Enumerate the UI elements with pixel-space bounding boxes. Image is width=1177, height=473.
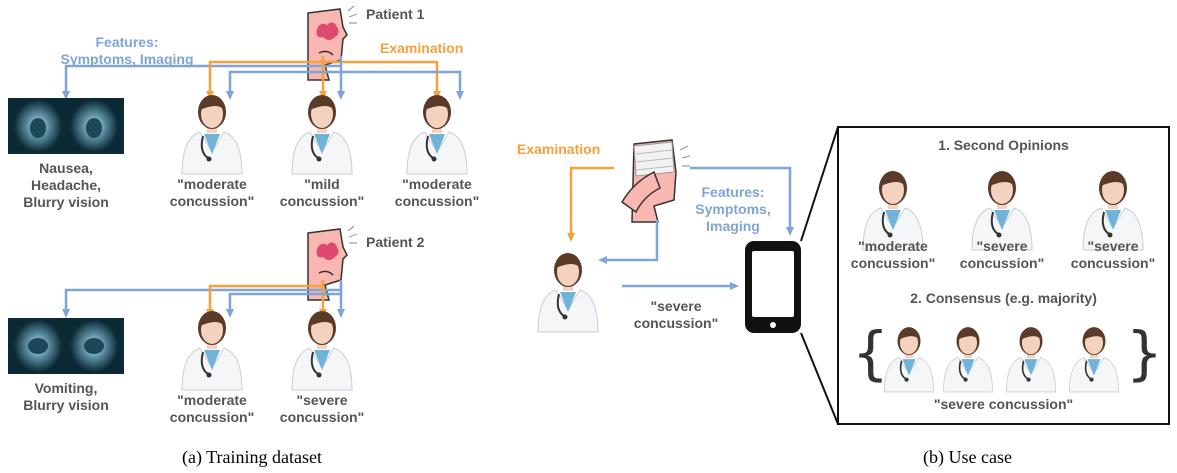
- zoom-line: [800, 126, 839, 242]
- symptom: Nausea,: [39, 160, 93, 176]
- doctor-icon: [883, 326, 935, 393]
- row2-arrows: [62, 280, 345, 318]
- doctor-icon: [1068, 326, 1120, 393]
- features-label: Features: Symptoms, Imaging: [677, 184, 789, 235]
- features-line: Symptoms, Imaging: [60, 51, 194, 67]
- second-opinions-title: 1. Second Opinions: [938, 137, 1069, 153]
- diagnosis-line: concussion": [169, 193, 255, 209]
- symptoms-list: Nausea, Headache, Blurry vision: [8, 160, 124, 211]
- diagnosis-line: concussion": [279, 193, 365, 209]
- features-line: Features:: [95, 34, 159, 50]
- diagnosis-line: "moderate: [858, 238, 928, 254]
- doctor-icon: [942, 326, 994, 393]
- diagnosis-line: concussion": [169, 409, 255, 425]
- doctor-icon: [406, 94, 468, 175]
- features-label: Features: Symptoms, Imaging: [22, 34, 232, 68]
- caption-a: (a) Training dataset: [182, 447, 322, 467]
- patient1-label: Patient 1: [366, 6, 425, 22]
- zoom-line: [800, 332, 839, 425]
- symptoms-list: Vomiting, Blurry vision: [8, 380, 124, 414]
- brain-scan-icon: [8, 98, 124, 154]
- diagnosis-line: "moderate: [402, 176, 472, 192]
- diagnosis-line: "severe: [1087, 238, 1139, 254]
- doctor-icon: [291, 94, 353, 175]
- diagnosis-label: "mild concussion": [267, 176, 377, 210]
- brace-open: {: [852, 319, 889, 387]
- consensus-title: 2. Consensus (e.g. majority): [910, 290, 1097, 306]
- diagnosis-line: concussion": [959, 255, 1045, 271]
- doctor-icon: [291, 310, 353, 391]
- panel-b-arrows: [567, 166, 794, 290]
- diagnosis-line: "moderate: [177, 392, 247, 408]
- diagnosis-line: concussion": [850, 255, 936, 271]
- diagnosis-label: "severe concussion": [952, 238, 1052, 272]
- symptom: Blurry vision: [23, 397, 109, 413]
- brace-close: }: [1126, 319, 1163, 387]
- diagnosis-line: "severe: [650, 298, 702, 314]
- diagnosis-line: "severe: [976, 238, 1028, 254]
- diagnosis-label: "moderate concussion": [157, 392, 267, 426]
- examination-label: Examination: [517, 141, 601, 157]
- diagnosis-label: "severe concussion": [267, 392, 377, 426]
- features-line: Features:: [701, 184, 765, 200]
- symptom: Vomiting,: [34, 380, 98, 396]
- diagnosis-label: "moderate concussion": [843, 238, 943, 272]
- doctor-icon: [1005, 326, 1057, 393]
- patient-head-icon: [307, 5, 358, 81]
- diagnosis-label: "moderate concussion": [157, 176, 267, 210]
- brain-scan-icon: [8, 318, 124, 374]
- diagnosis-line: "moderate: [177, 176, 247, 192]
- diagnosis-line: concussion": [394, 193, 480, 209]
- diagnosis-label: "moderate concussion": [382, 176, 492, 210]
- diagnosis-label: "severe concussion": [616, 298, 736, 332]
- diagnosis-label: "severe concussion": [1063, 238, 1163, 272]
- symptom: Headache,: [30, 177, 102, 193]
- diagnosis-line: "mild: [304, 176, 340, 192]
- diagnosis-line: concussion": [1070, 255, 1156, 271]
- bandaged-patient-icon: [621, 139, 691, 223]
- diagnosis-line: concussion": [279, 409, 365, 425]
- features-line: Symptoms,: [695, 201, 771, 217]
- doctor-icon: [537, 252, 599, 333]
- doctor-icon: [181, 310, 243, 391]
- features-line: Imaging: [706, 218, 760, 234]
- diagnosis-line: concussion": [633, 315, 719, 331]
- row1-arrows: [62, 56, 464, 100]
- second-opinion-box: [837, 126, 1170, 425]
- symptom: Blurry vision: [23, 194, 109, 210]
- diagnosis-line: "severe: [296, 392, 348, 408]
- consensus-result: "severe concussion": [933, 396, 1074, 412]
- tablet-icon: [745, 241, 801, 333]
- patient-head-icon: [307, 225, 358, 301]
- examination-label: Examination: [380, 40, 464, 56]
- doctor-icon: [181, 94, 243, 175]
- patient2-label: Patient 2: [366, 234, 425, 250]
- caption-b: (b) Use case: [923, 447, 1012, 467]
